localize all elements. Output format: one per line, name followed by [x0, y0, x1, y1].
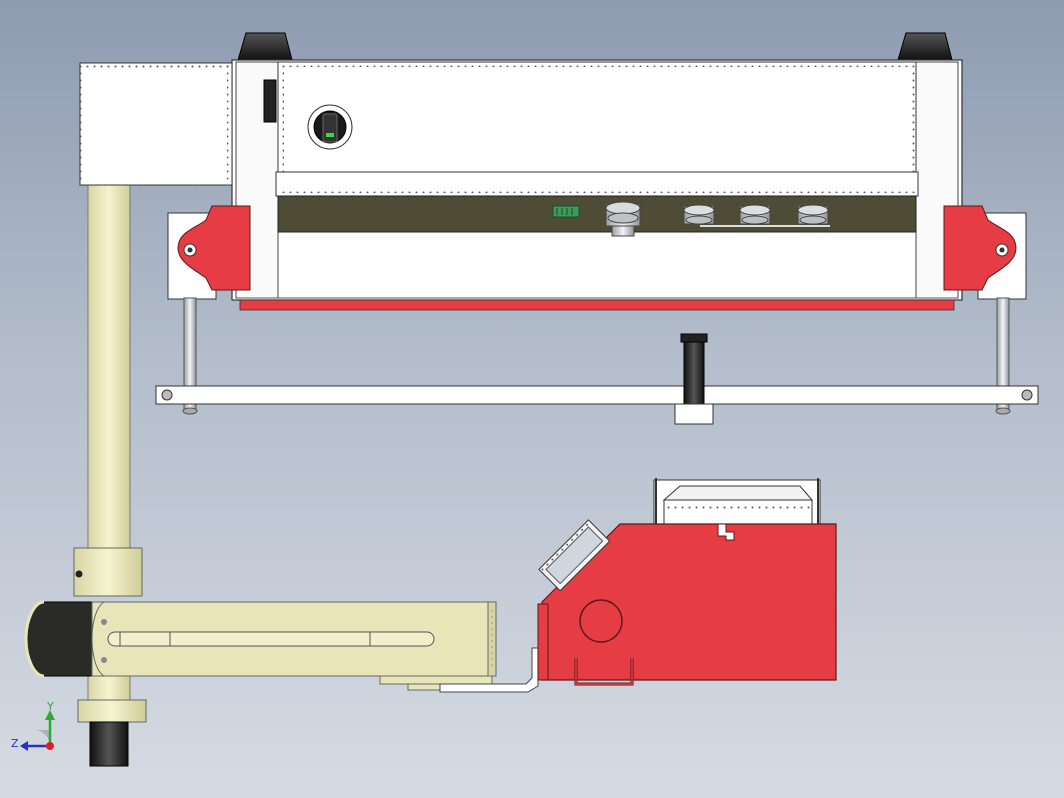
red-handle-right[interactable]: [943, 205, 1017, 291]
triad-y-label: Y: [46, 700, 54, 713]
central-bolt: [683, 337, 705, 409]
rubber-foot-right: [897, 32, 953, 61]
bottom-red-strip: [239, 299, 955, 311]
mast-base-cylinder: [89, 721, 129, 767]
axis-triad-icon: Y Z: [11, 700, 55, 751]
housing-front-dotted-border-right: [910, 62, 916, 172]
triad-x-axis: [46, 742, 54, 750]
side-latch: [263, 79, 277, 123]
control-box-assembly[interactable]: [155, 32, 1039, 425]
cable-gland-2: [739, 204, 771, 225]
triad-z-label: Z: [11, 737, 19, 750]
arm-bottom-plate: [379, 675, 493, 685]
red-handle-left[interactable]: [177, 205, 251, 291]
cable-gland-1: [683, 204, 715, 225]
cable-gland-3: [797, 204, 829, 225]
green-connector: [552, 205, 580, 218]
housing-front-face: [277, 61, 917, 173]
arm-slot: [107, 631, 435, 647]
horizontal-arm: [24, 600, 539, 693]
pendant-left-flange: [537, 603, 549, 681]
mast-lower-collar: [77, 699, 147, 723]
vertical-mast: [73, 184, 147, 767]
mast-lower-pole: [87, 675, 131, 705]
central-bolt-block: [674, 403, 714, 425]
panel-frame-dots: [280, 188, 916, 193]
pendant-keyhole-slot: [717, 523, 735, 541]
housing-top-dotted-border: [284, 62, 910, 67]
circular-connector: [605, 201, 641, 237]
mast-top-box: [79, 62, 233, 186]
housing-front-dotted-border-left: [278, 62, 284, 172]
pendant-round-port: [579, 599, 623, 643]
rubber-foot-left: [237, 32, 293, 61]
red-pendant-enclosure: [537, 478, 837, 686]
lower-crossbar: [155, 385, 1039, 405]
pendant-display-window: [538, 519, 611, 592]
mast-collar: [73, 547, 143, 597]
mast-pole: [87, 184, 131, 566]
power-switch-icon[interactable]: [307, 104, 353, 150]
